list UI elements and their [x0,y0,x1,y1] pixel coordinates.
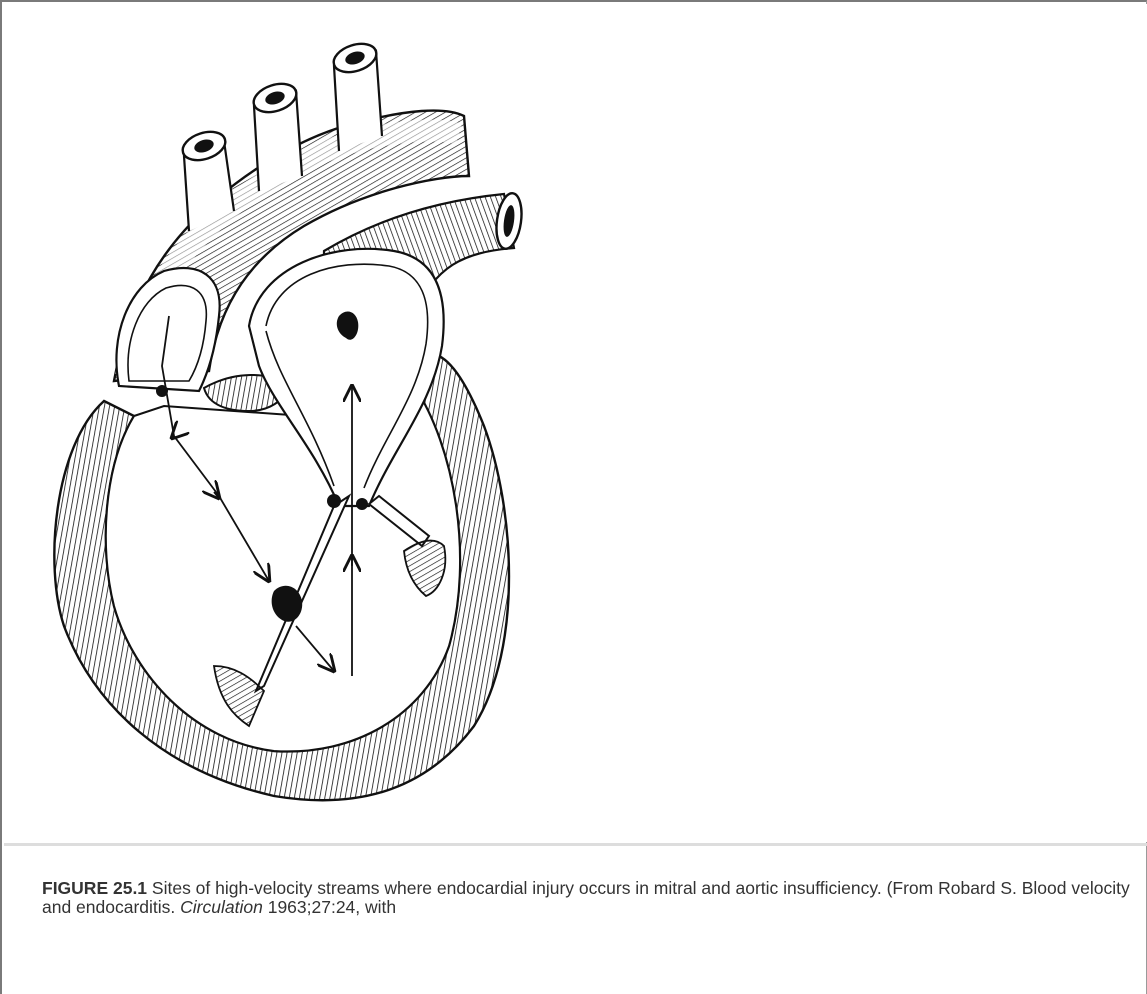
caption-text-part2: 1963;27:24, with [263,897,396,917]
lesion-chordae [327,494,341,508]
caption-journal: Circulation [180,897,263,917]
figure-caption: FIGURE 25.1 Sites of high-velocity strea… [42,879,1132,917]
lesion-posterior [356,498,368,510]
figure-image-area [4,4,1147,842]
aortic-root [116,268,219,391]
heart-diagram [34,26,544,826]
caption-divider [4,843,1147,846]
figure-label: FIGURE 25.1 [42,878,147,898]
